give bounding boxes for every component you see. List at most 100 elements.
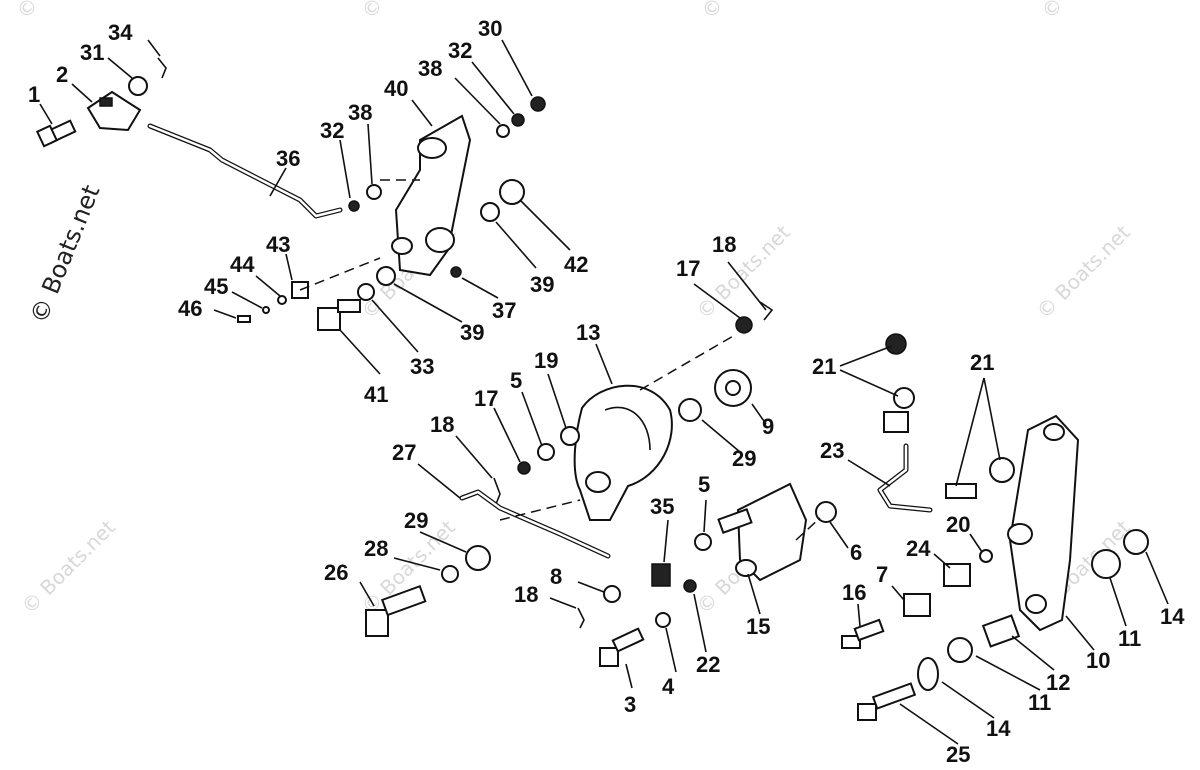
callout-30: 30 bbox=[478, 16, 502, 41]
callout-13: 13 bbox=[576, 320, 600, 345]
callout-28: 28 bbox=[364, 536, 388, 561]
callout-39: 39 bbox=[530, 272, 554, 297]
part-throttle-cam-13 bbox=[573, 384, 673, 521]
watermark: © Boats.net bbox=[12, 0, 115, 24]
watermark: © Boats.net bbox=[1037, 0, 1140, 24]
callout-35: 35 bbox=[650, 494, 674, 519]
callout-32: 32 bbox=[448, 38, 472, 63]
part-washer-20 bbox=[979, 549, 993, 563]
assembly-line bbox=[299, 257, 381, 291]
callout-9: 9 bbox=[762, 414, 774, 439]
part-washer-45 bbox=[262, 306, 270, 314]
callout-32: 32 bbox=[320, 118, 344, 143]
callout-29: 29 bbox=[404, 508, 428, 533]
callout-7: 7 bbox=[876, 562, 888, 587]
callout-labels: 1 2 31 34 36 32 38 40 38 32 30 42 39 37 … bbox=[28, 16, 1185, 767]
part-nut-21 bbox=[885, 333, 907, 355]
part-bushing-39 bbox=[376, 266, 396, 286]
part-swivel-35 bbox=[651, 563, 671, 587]
part-bushing-6 bbox=[815, 501, 837, 523]
part-pin-18 bbox=[493, 477, 501, 505]
callout-4: 4 bbox=[662, 674, 675, 699]
callout-2: 2 bbox=[56, 62, 68, 87]
part-washer-5 bbox=[694, 533, 712, 551]
callout-43: 43 bbox=[266, 232, 290, 257]
callout-21: 21 bbox=[812, 354, 836, 379]
part-bolt-26 bbox=[365, 584, 427, 637]
watermark: © Boats.net bbox=[697, 0, 800, 24]
callout-5: 5 bbox=[698, 472, 710, 497]
part-washer-28 bbox=[441, 565, 459, 583]
part-clip-21 bbox=[883, 387, 915, 433]
assembly-line bbox=[795, 517, 821, 541]
part-washer-5 bbox=[537, 443, 555, 461]
part-bushing-39 bbox=[480, 202, 500, 222]
callout-25: 25 bbox=[946, 742, 970, 767]
part-spacer-24 bbox=[943, 563, 971, 587]
part-lever-arm-40 bbox=[391, 114, 472, 277]
part-nut-30 bbox=[530, 96, 546, 112]
callout-20: 20 bbox=[946, 512, 970, 537]
part-washer-38 bbox=[366, 184, 382, 200]
part-washer-17 bbox=[517, 461, 531, 475]
callout-24: 24 bbox=[906, 536, 931, 561]
part-nut-22 bbox=[683, 579, 697, 593]
callout-38: 38 bbox=[348, 100, 372, 125]
part-bushing-29 bbox=[465, 545, 491, 571]
part-pin-34 bbox=[157, 57, 167, 79]
watermark: © Boats.net bbox=[17, 515, 120, 618]
callout-46: 46 bbox=[178, 296, 202, 321]
part-washer-4 bbox=[655, 612, 671, 628]
callout-31: 31 bbox=[80, 40, 104, 65]
callout-41: 41 bbox=[364, 382, 388, 407]
part-clip-32 bbox=[511, 113, 525, 127]
part-lever-15 bbox=[717, 482, 808, 582]
callout-16: 16 bbox=[842, 580, 866, 605]
callout-10: 10 bbox=[1086, 648, 1110, 673]
callout-37: 37 bbox=[492, 298, 516, 323]
part-link-rod-27 bbox=[459, 489, 611, 559]
part-spacer-12 bbox=[981, 614, 1021, 648]
part-washer-9-hole bbox=[725, 380, 741, 396]
part-clip-21 bbox=[945, 483, 977, 499]
callout-18: 18 bbox=[514, 582, 538, 607]
part-screw-46 bbox=[237, 315, 251, 323]
part-bushing-11 bbox=[1091, 549, 1121, 579]
callout-17: 17 bbox=[474, 386, 498, 411]
callout-12: 12 bbox=[1046, 670, 1070, 695]
part-bolt-1 bbox=[35, 119, 77, 148]
callout-23: 23 bbox=[820, 438, 844, 463]
part-spacer-7 bbox=[903, 593, 931, 617]
callout-5: 5 bbox=[510, 368, 522, 393]
callout-39: 39 bbox=[460, 320, 484, 345]
callout-33: 33 bbox=[410, 354, 434, 379]
part-link-23 bbox=[877, 443, 933, 513]
part-bushing-29 bbox=[678, 398, 702, 422]
part-bushing-19 bbox=[560, 426, 580, 446]
watermark: © Boats.net bbox=[357, 0, 460, 24]
part-bolt-41 bbox=[317, 299, 361, 331]
callout-38: 38 bbox=[418, 56, 442, 81]
callout-14: 14 bbox=[1160, 604, 1185, 629]
callout-18: 18 bbox=[712, 232, 736, 257]
callout-8: 8 bbox=[550, 564, 562, 589]
part-washer-17 bbox=[735, 316, 753, 334]
part-washer-14 bbox=[917, 657, 939, 691]
callout-14: 14 bbox=[986, 716, 1011, 741]
callout-11: 11 bbox=[1028, 690, 1051, 715]
assembly-line bbox=[639, 334, 736, 391]
part-bushing-11 bbox=[947, 637, 973, 663]
part-link-rod-36 bbox=[147, 123, 343, 219]
part-washer-14 bbox=[1123, 529, 1149, 555]
callout-17: 17 bbox=[676, 256, 700, 281]
part-bushing-21 bbox=[989, 457, 1015, 483]
callout-29: 29 bbox=[732, 446, 756, 471]
callout-26: 26 bbox=[324, 560, 348, 585]
part-washer-44 bbox=[277, 295, 287, 305]
callout-3: 3 bbox=[624, 692, 636, 717]
watermark: © Boats.net bbox=[692, 220, 795, 323]
part-pin-18 bbox=[577, 607, 585, 629]
callout-40: 40 bbox=[384, 76, 408, 101]
part-bolt-25 bbox=[857, 682, 917, 721]
